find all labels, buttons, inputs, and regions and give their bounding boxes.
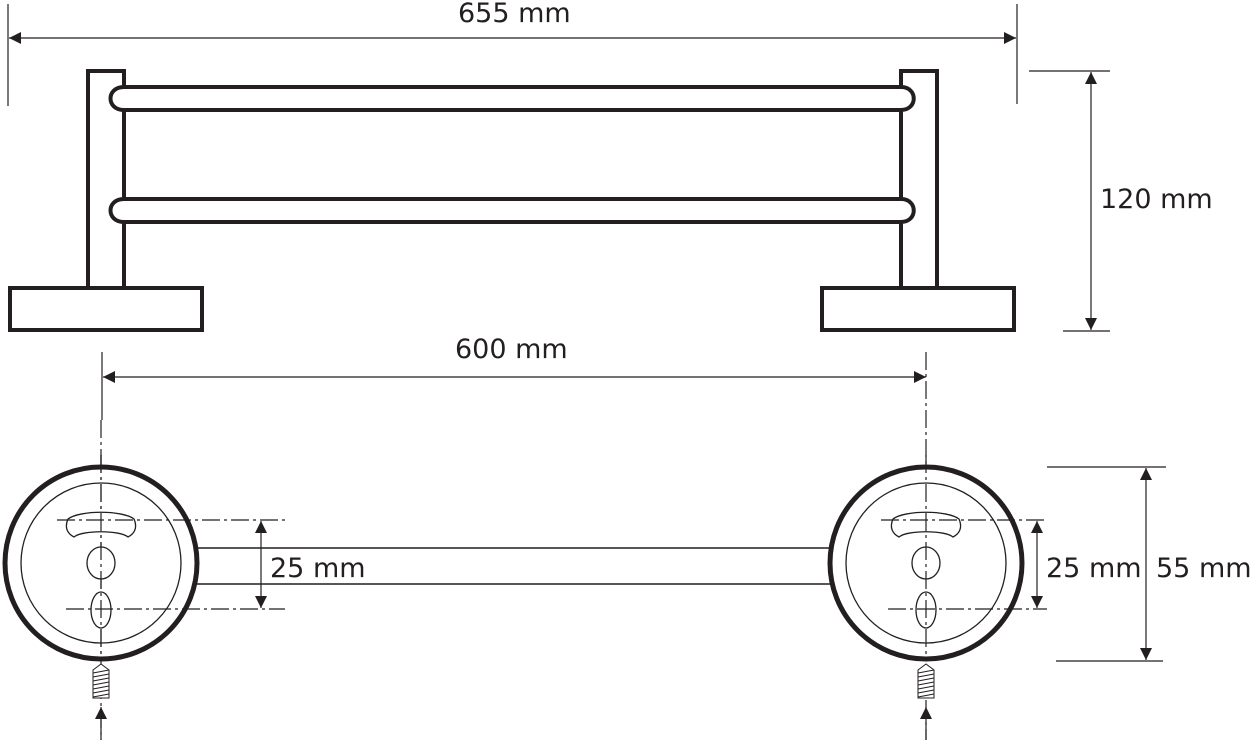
left-base-top-view xyxy=(2,420,285,740)
right-screw-icon xyxy=(917,663,935,699)
right-base-top-view xyxy=(827,352,1047,740)
hole-spacing-label: 25 mm xyxy=(1046,553,1142,584)
height-dimension xyxy=(1029,70,1110,332)
base-diameter-label: 55 mm xyxy=(1156,553,1251,584)
right-bracket xyxy=(820,69,1016,332)
overall-width-dimension xyxy=(7,4,1018,106)
left-screw-icon xyxy=(92,663,110,699)
bar-top-view xyxy=(195,547,830,585)
front-view xyxy=(7,4,1110,332)
height-label: 120 mm xyxy=(1100,184,1213,215)
base-diameter-dimension xyxy=(1047,466,1166,662)
lower-bar xyxy=(108,197,916,224)
overall-width-label: 655 mm xyxy=(458,0,571,29)
mounting-distance-dimension xyxy=(101,352,926,420)
top-view xyxy=(2,352,1166,740)
mounting-distance-label: 600 mm xyxy=(455,334,568,365)
bar-diameter-label: 25 mm xyxy=(270,553,366,584)
upper-bar xyxy=(108,85,916,112)
